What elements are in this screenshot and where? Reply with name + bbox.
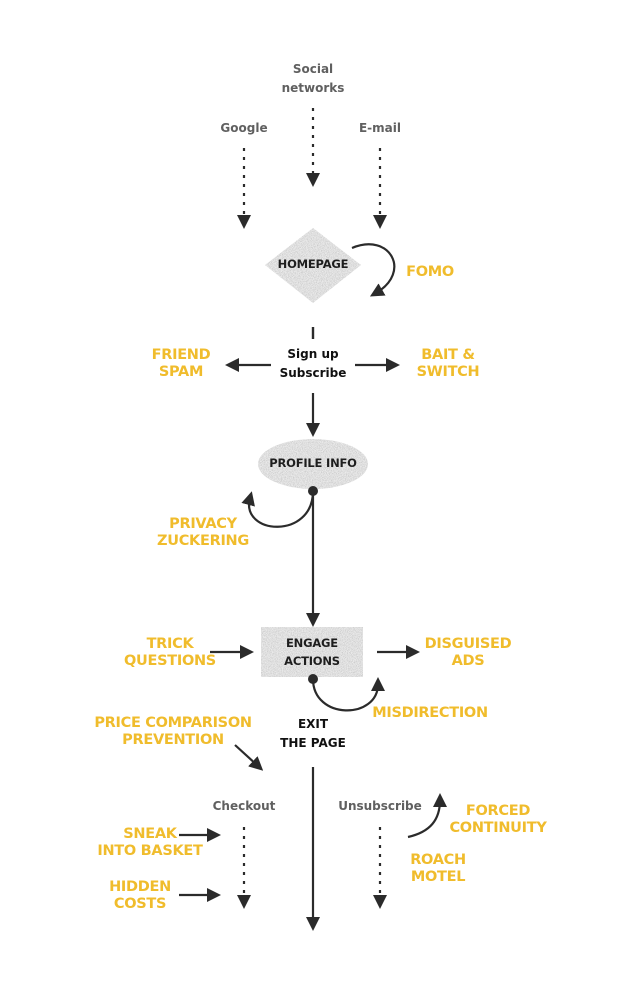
source-social-networks: Social networks [263,60,363,97]
sneak-line2: INTO BASKET [97,842,203,859]
forced-line2: CONTINUITY [449,819,547,836]
roach-line2: MOTEL [410,868,466,885]
privacy-zuckering-loop-arrow [241,490,315,528]
engage-actions-label: ENGAGE ACTIONS [262,634,362,671]
exit-line2: THE PAGE [280,736,346,751]
disguised-line2: ADS [451,652,485,669]
pattern-misdirection: MISDIRECTION [372,705,488,721]
engage-actions-box [261,627,363,677]
signup-subscribe-label: Sign up Subscribe [263,345,363,383]
fomo-loop-arrow [351,243,396,297]
disguised-line1: DISGUISED [424,636,512,652]
friend-spam-line1: FRIEND [151,347,211,363]
price-line1: PRICE COMPARISON [94,715,252,731]
pattern-roach-motel: ROACH MOTEL [398,852,478,885]
checkout-label: Checkout [212,799,276,813]
pattern-disguised-ads: DISGUISED ADS [418,636,518,669]
pattern-fomo: FOMO [406,264,454,280]
privacy-line1: PRIVACY [169,516,237,532]
forced-continuity-arrow [407,793,447,839]
bait-switch-line2: SWITCH [416,363,480,380]
source-social-line2: networks [281,80,345,95]
signup-line1: Sign up [287,347,339,361]
pattern-hidden-costs: HIDDEN COSTS [95,879,185,912]
unsubscribe-label: Unsubscribe [338,799,422,813]
exit-the-page-label: EXIT THE PAGE [263,715,363,753]
pattern-friend-spam: FRIEND SPAM [136,347,226,380]
hidden-line2: COSTS [113,895,167,912]
engage-line1: ENGAGE [286,636,338,650]
roach-line1: ROACH [410,852,466,868]
privacy-line2: ZUCKERING [157,532,249,549]
pattern-forced-continuity: FORCED CONTINUITY [443,803,553,836]
sneak-line1: SNEAK [123,826,177,842]
pattern-trick-questions: TRICK QUESTIONS [120,636,220,669]
pattern-privacy-zuckering: PRIVACY ZUCKERING [148,516,258,549]
bait-switch-line1: BAIT & [421,347,475,363]
arrow-price-comparison [234,744,264,771]
friend-spam-line2: SPAM [158,363,204,380]
source-email: E-mail [358,121,401,135]
hidden-line1: HIDDEN [109,879,171,895]
source-google: Google [220,121,268,135]
trick-line2: QUESTIONS [124,652,216,669]
homepage-diamond [265,228,361,303]
exit-line1: EXIT [297,717,329,731]
profile-info-ellipse [258,439,368,489]
pattern-sneak-into-basket: SNEAK INTO BASKET [95,826,205,859]
price-line2: PREVENTION [122,731,224,748]
pattern-bait-and-switch: BAIT & SWITCH [393,347,503,380]
profile-info-label: PROFILE INFO [269,456,357,470]
homepage-label: HOMEPAGE [277,257,349,271]
source-social-line1: Social [292,62,334,76]
forced-line1: FORCED [465,803,531,819]
trick-line1: TRICK [146,636,194,652]
misdirection-loop-arrow [311,677,385,712]
pattern-price-comparison-prevention: PRICE COMPARISON PREVENTION [88,715,258,748]
engage-line2: ACTIONS [284,654,340,669]
signup-line2: Subscribe [279,366,347,381]
